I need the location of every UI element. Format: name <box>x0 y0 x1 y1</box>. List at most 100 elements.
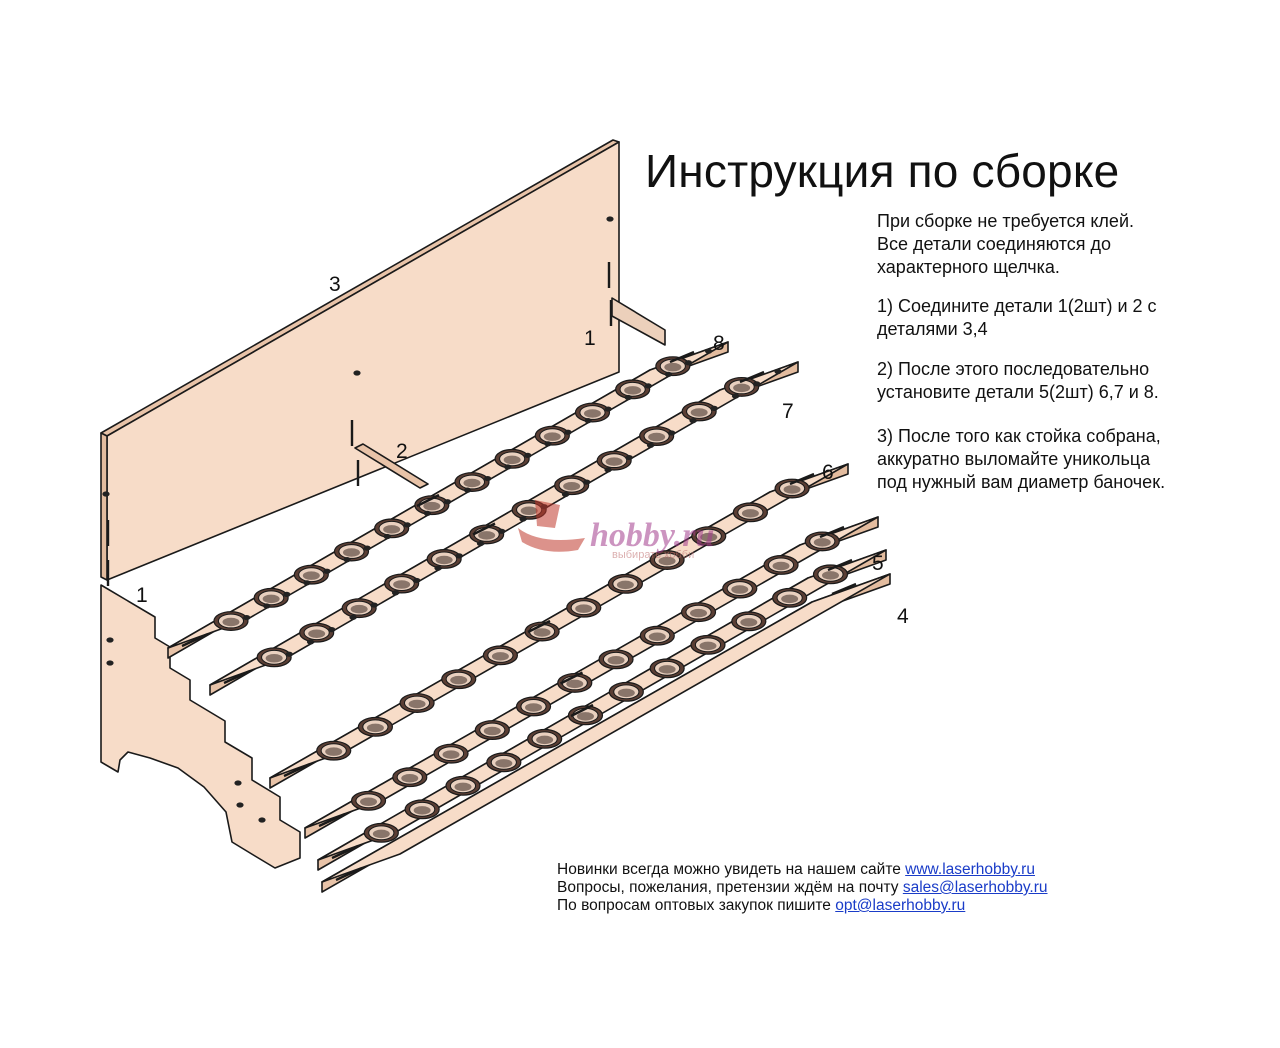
shelf-part-5b-ring-hole <box>525 703 543 712</box>
shelf-part-6-ring-hole <box>408 699 426 709</box>
shelf-part-7-small-hole <box>413 577 421 584</box>
footer-line-website: Новинки всегда можно увидеть на нашем са… <box>557 861 1048 879</box>
part-label-7: 7 <box>782 400 794 423</box>
shelf-part-5b-slot-left <box>318 812 346 828</box>
shelf-part-7-ring-hole <box>350 604 368 614</box>
shelf-part-4-top <box>321 573 891 883</box>
shelf-part-7-small-hole <box>370 602 378 608</box>
shelf-part-5b-slot <box>559 671 584 685</box>
shelf-part-7-small-hole <box>753 381 761 387</box>
shelf-part-7-small-hole <box>774 368 782 375</box>
footer-text: Новинки всегда можно увидеть на нашем са… <box>557 861 906 878</box>
shelf-part-6-ring-hole <box>700 532 718 542</box>
intro-line: При сборке не требуется клей. <box>877 211 1135 231</box>
shelf-part-5b-ring-hole <box>401 773 419 783</box>
shelf-part-8-small-hole <box>584 418 592 424</box>
shelf-part-4-slot-right <box>831 582 857 596</box>
watermark-text: hobby.ru <box>590 517 714 554</box>
part-label-1-left: 1 <box>136 584 148 607</box>
step-3: 3) После того как стойка собрана, аккура… <box>877 425 1165 494</box>
shelf-part-5a-ring-hole <box>495 759 513 768</box>
shelf-part-7-small-hole <box>668 430 676 436</box>
shelf-part-5a-ring-hole <box>821 571 839 580</box>
shelf-part-4-slot-left <box>335 866 363 882</box>
watermark-subtext: выбирать хобби <box>612 549 694 561</box>
shelf-part-7-ring-hole <box>308 629 326 638</box>
shelf-part-5a-ring-hole <box>658 665 676 674</box>
shelf-part-6-ring-hole <box>658 556 676 566</box>
page-title: Инструкция по сборке <box>645 145 1120 197</box>
part-label-2: 2 <box>396 440 408 463</box>
shelf-part-5b-ring-hole <box>360 797 378 807</box>
shelf-part-5b-ring-hole <box>690 608 708 618</box>
step-2: 2) После этого последовательно установит… <box>877 358 1159 404</box>
shelf-part-8-small-hole <box>363 545 371 551</box>
part-label-4: 4 <box>897 605 909 628</box>
part-label-1-right: 1 <box>584 327 596 350</box>
shelf-part-7-ring-hole <box>478 531 496 540</box>
shelf-part-7-small-hole <box>476 540 485 547</box>
shelf-part-7-small-hole <box>646 442 655 448</box>
part-label-3: 3 <box>329 273 341 296</box>
shelf-part-8-ring-hole <box>383 525 401 534</box>
shelf-part-6-ring-hole <box>616 580 634 590</box>
shelf-part-7-slot <box>472 522 496 536</box>
shelf-part-8-ring-hole <box>583 409 601 418</box>
side-part-hole <box>258 817 266 823</box>
shelf-part-5b-slot-right <box>819 525 845 539</box>
footer-line-sales: Вопросы, пожелания, претензии ждём на по… <box>557 879 1048 897</box>
shelf-part-5a-ring-hole <box>740 618 758 627</box>
wholesale-email-link[interactable]: opt@laserhobby.ru <box>835 897 966 914</box>
watermark-logo: hobby.ru выбирать хобби <box>518 500 714 561</box>
shelf-part-8-ring-hole <box>222 617 240 627</box>
shelf-part-5a-ring-hole <box>576 712 594 721</box>
footer-line-wholesale: По вопросам оптовых закупок пишите opt@l… <box>557 897 1048 915</box>
shelf-part-8-ring-hole <box>503 455 521 465</box>
shelf-part-8-ring-hole <box>302 571 320 580</box>
shelf-part-7-small-hole <box>519 516 527 522</box>
shelf-part-7-ring-hole <box>605 457 623 466</box>
shelf-part-7-small-hole <box>498 528 506 534</box>
shelf-part-7-small-hole <box>306 639 315 645</box>
shelf-part-8-small-hole <box>704 348 713 354</box>
shelf-part-8-small-hole <box>383 533 391 540</box>
shelf-part-8-slot <box>416 493 440 508</box>
shelf-part-5a-ring-hole <box>536 735 554 745</box>
shelf-part-5b-ring-hole <box>648 632 666 641</box>
shelf-part-8-small-hole <box>303 580 311 586</box>
website-link[interactable]: www.laserhobby.ru <box>905 861 1035 878</box>
shelf-part-7-small-hole <box>349 614 357 620</box>
step-line: 2) После этого последовательно <box>877 359 1150 379</box>
step-1: 1) Соедините детали 1(2шт) и 2 с деталям… <box>877 295 1157 341</box>
shelf-part-7-small-hole <box>285 651 293 657</box>
part-label-5: 5 <box>872 552 884 575</box>
sales-email-link[interactable]: sales@laserhobby.ru <box>902 879 1048 896</box>
step-line: установите детали 5(2шт) 6,7 и 8. <box>877 382 1159 402</box>
shelf-part-7-small-hole <box>731 393 740 399</box>
shelf-part-5b-ring-hole <box>731 585 749 594</box>
shelf-part-6-ring-hole <box>325 747 343 756</box>
side-part-hole <box>106 637 114 643</box>
shelf-part-7-slot-left <box>223 669 251 685</box>
shelf-part-5b-ring-hole <box>607 656 625 665</box>
shelf-part-8-small-hole <box>263 603 271 609</box>
shelf-part-7-ring-hole <box>563 481 581 491</box>
shelf-part-5a-ring-hole <box>372 829 390 839</box>
intro-text: При сборке не требуется клей. Все детали… <box>877 210 1134 279</box>
shelf-part-7-ring-hole <box>393 580 411 589</box>
side-part-hole <box>106 660 114 666</box>
shelf-part-7-small-hole <box>710 405 718 411</box>
shelf-part-7-small-hole <box>434 565 442 571</box>
step-line: 3) После того как стойка собрана, <box>877 426 1161 446</box>
shelf-part-5a-slot <box>570 703 594 718</box>
shelf-part-8-small-hole <box>484 475 492 482</box>
shelf-part-5a-slot-right <box>827 558 853 572</box>
shelf-part-5b-ring-hole <box>483 726 501 736</box>
shelf-part-7-ring-hole <box>648 432 666 442</box>
back-panel-edge <box>100 432 108 581</box>
shelf-part-5b-ring-hole <box>442 750 460 759</box>
shelf-part-7-small-hole <box>561 491 570 498</box>
shelf-part-5a-slot-left <box>331 844 359 860</box>
intro-line: Все детали соединяются до <box>877 234 1112 254</box>
